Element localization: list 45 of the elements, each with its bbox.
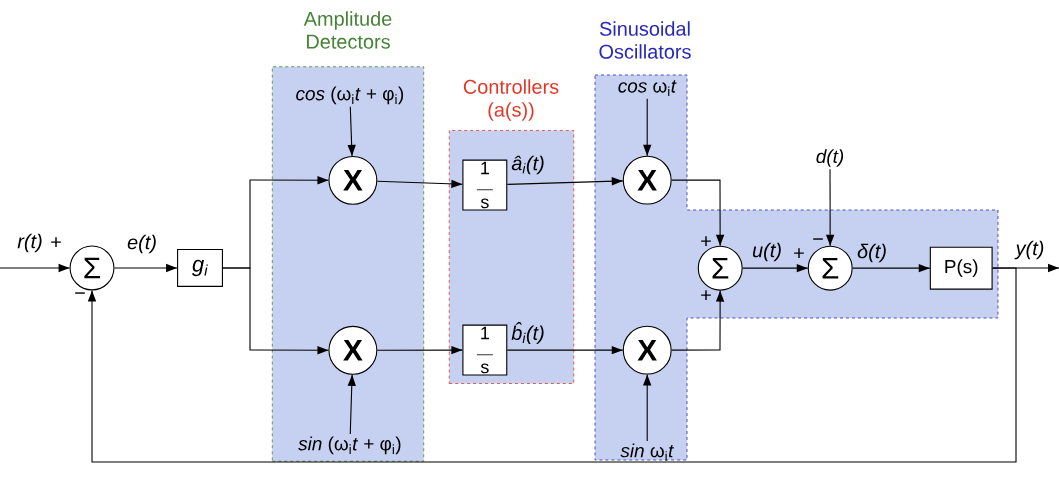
arrow (87, 267, 1017, 463)
arrow (347, 106, 356, 157)
signal-label: sin (ω$_{i}$t + φ$_{i}$) (298, 436, 401, 455)
edge-label: u(t) (752, 242, 781, 262)
summing-junction: Σ (69, 245, 115, 291)
block-box: g$_{i}$ (177, 249, 223, 287)
arrow (643, 374, 652, 442)
arrow (376, 345, 463, 355)
arrow (671, 290, 725, 351)
block-box: P(s) (929, 246, 993, 290)
group-heading: Controllers (a(s)) (463, 79, 559, 121)
sign-label: + (701, 236, 711, 246)
arrow (113, 263, 178, 273)
arrow (0, 263, 71, 273)
arrow (376, 179, 463, 189)
signal-label: d(t) (816, 149, 844, 167)
group-heading: Sinusoidal Oscillators (599, 21, 691, 59)
arrow (506, 345, 624, 355)
signal-label: cos (ω$_{i}$t + φ$_{i}$) (296, 86, 404, 105)
signal-label: cos ω$_{i}$t (618, 80, 677, 97)
signal-label: sin ω$_{i}$t (620, 443, 674, 461)
edge-label: δ(t) (857, 243, 886, 263)
transfer-block: 1 s (462, 324, 508, 376)
edge-label: b̂$_{i}$(t) (511, 322, 544, 344)
edge-label: e(t) (127, 234, 156, 254)
sign-label: + (701, 290, 711, 300)
edge-label: â$_{i}$(t) (511, 155, 544, 175)
arrow (825, 168, 835, 247)
transfer-block: 1 s (462, 159, 508, 211)
arrow (506, 177, 624, 186)
arrow (222, 267, 329, 355)
arrow (671, 179, 725, 247)
sign-label: + (794, 248, 804, 258)
arrow (742, 263, 809, 273)
arrow (852, 263, 931, 273)
sign-label: − (75, 292, 85, 294)
arrow (643, 98, 652, 157)
sign-label: + (51, 237, 61, 247)
summing-junction: Σ (697, 245, 743, 291)
summing-junction: Σ (807, 245, 853, 291)
edge-label: y(t) (1014, 240, 1044, 260)
edge-label: r(t) (17, 233, 42, 253)
sign-label: − (813, 238, 823, 240)
arrow (347, 374, 356, 435)
group-heading: Amplitude Detectors (303, 11, 392, 49)
